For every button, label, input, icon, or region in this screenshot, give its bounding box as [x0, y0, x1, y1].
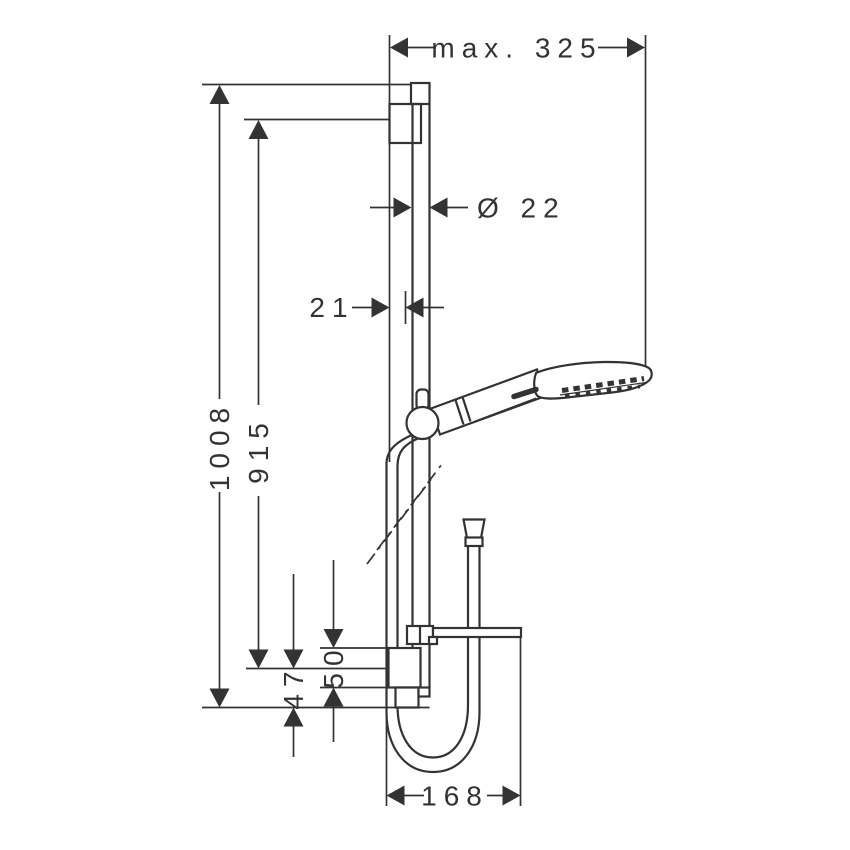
dimension-hole-distance: 915: [243, 120, 274, 669]
bracket-foot-step: [417, 686, 431, 698]
arrowhead-bottom: [209, 688, 230, 708]
shelf-bar-step: [427, 635, 439, 646]
dimension-wall-offset: 21: [309, 292, 444, 323]
shower-hose: [385, 432, 486, 774]
dim-max-width-label: max. 325: [431, 33, 602, 64]
arrowhead-right: [429, 197, 448, 218]
arrowhead-right: [627, 37, 645, 58]
lower-wall-bracket: [387, 646, 422, 689]
arrowhead-up: [283, 707, 304, 727]
arrowhead-right: [405, 297, 424, 318]
arrowhead-left: [371, 297, 390, 318]
hose-inner-edge: [396, 436, 470, 759]
dimension-bracket-height: 50: [318, 560, 349, 742]
hose-conical-nut: [462, 518, 486, 540]
arrowhead-left: [390, 37, 408, 58]
spray-face-edge: [559, 381, 647, 396]
handle-ring: [454, 396, 472, 425]
break-lines: [366, 463, 443, 565]
dim-bracket-height-label: 50: [318, 643, 349, 688]
rail-top-cap: [409, 81, 431, 106]
dimension-max-width: max. 325: [390, 33, 645, 64]
hose-outer-edge: [385, 432, 481, 774]
hose-nut-collar: [464, 536, 484, 548]
arrowhead-down: [323, 629, 344, 648]
break-line-1: [376, 463, 443, 551]
arrowhead-top: [209, 85, 230, 104]
select-button: [511, 386, 539, 400]
spray-nozzle-row-2: [564, 384, 641, 398]
shelf-bar: [431, 626, 523, 639]
hand-shower: [405, 360, 653, 441]
dim-rail-diameter-label: Ø 22: [477, 193, 566, 224]
dimension-total-height: 1008: [204, 85, 235, 708]
dim-hole-distance-label: 915: [243, 416, 274, 484]
dim-wall-offset-label: 21: [309, 292, 354, 323]
dimension-hose-projection: 168: [386, 781, 521, 812]
arrowhead-top: [248, 120, 269, 139]
break-line-2: [366, 477, 433, 565]
handle-contour-line: [473, 397, 537, 423]
arrowhead-left: [386, 785, 405, 806]
dimension-bottom-offset: 47: [278, 574, 309, 757]
dimension-rail-diameter: Ø 22: [370, 193, 566, 224]
spray-nozzle-row-1: [561, 376, 645, 393]
slider-knob: [405, 405, 440, 441]
upper-wall-bracket: [388, 102, 423, 145]
arrowhead-up: [323, 687, 344, 707]
shower-rail: [388, 81, 431, 688]
arrowhead-right: [502, 785, 521, 806]
arrowhead-bottom: [248, 649, 269, 669]
dim-bottom-offset-label: 47: [278, 664, 309, 709]
dim-hose-projection-label: 168: [421, 781, 489, 812]
bracket-foot: [394, 686, 420, 709]
arrowhead-left: [393, 197, 412, 218]
dim-total-height-label: 1008: [204, 401, 235, 491]
lower-bracket-assembly: [387, 624, 523, 709]
extension-lines: [202, 35, 647, 806]
arrowhead-down: [283, 649, 304, 669]
